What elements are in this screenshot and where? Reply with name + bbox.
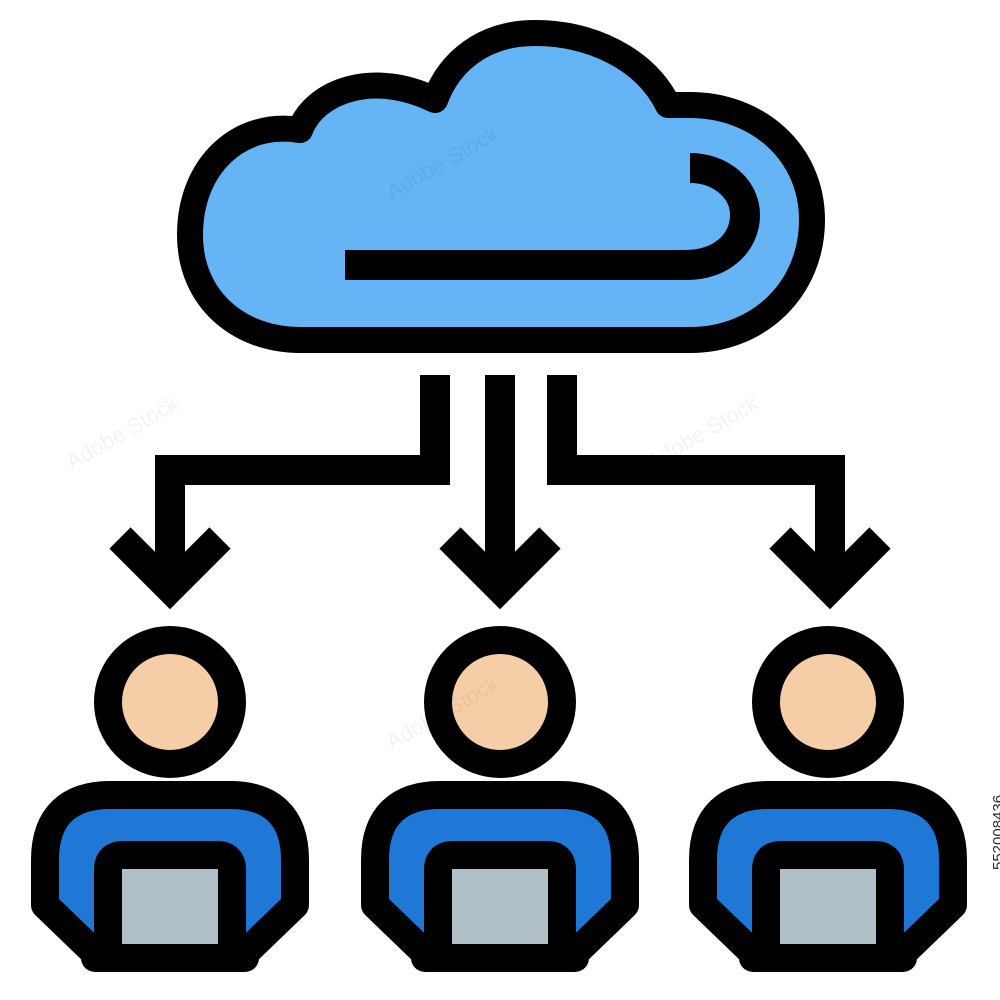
- center-arrow-down-icon: [439, 527, 561, 610]
- connector-lines: [109, 375, 891, 610]
- left-arrow-down-icon: [109, 527, 231, 610]
- person-head: [94, 626, 246, 778]
- laptop-icon: [752, 841, 904, 972]
- left-person-icon: [31, 626, 309, 972]
- laptop-icon: [424, 841, 576, 972]
- center-person-icon: [361, 626, 639, 972]
- right-arrow-down-icon: [769, 527, 891, 610]
- person-head: [424, 626, 576, 778]
- person-head: [752, 626, 904, 778]
- users-group: [31, 626, 967, 972]
- right-person-icon: [689, 626, 967, 972]
- right-connector-line: [547, 375, 845, 570]
- stock-image-id: 552008436: [990, 794, 1000, 870]
- laptop-icon: [94, 841, 246, 972]
- left-connector-line: [155, 375, 450, 570]
- cloud-icon: [177, 20, 825, 353]
- cloud-swoosh-line: [345, 153, 761, 280]
